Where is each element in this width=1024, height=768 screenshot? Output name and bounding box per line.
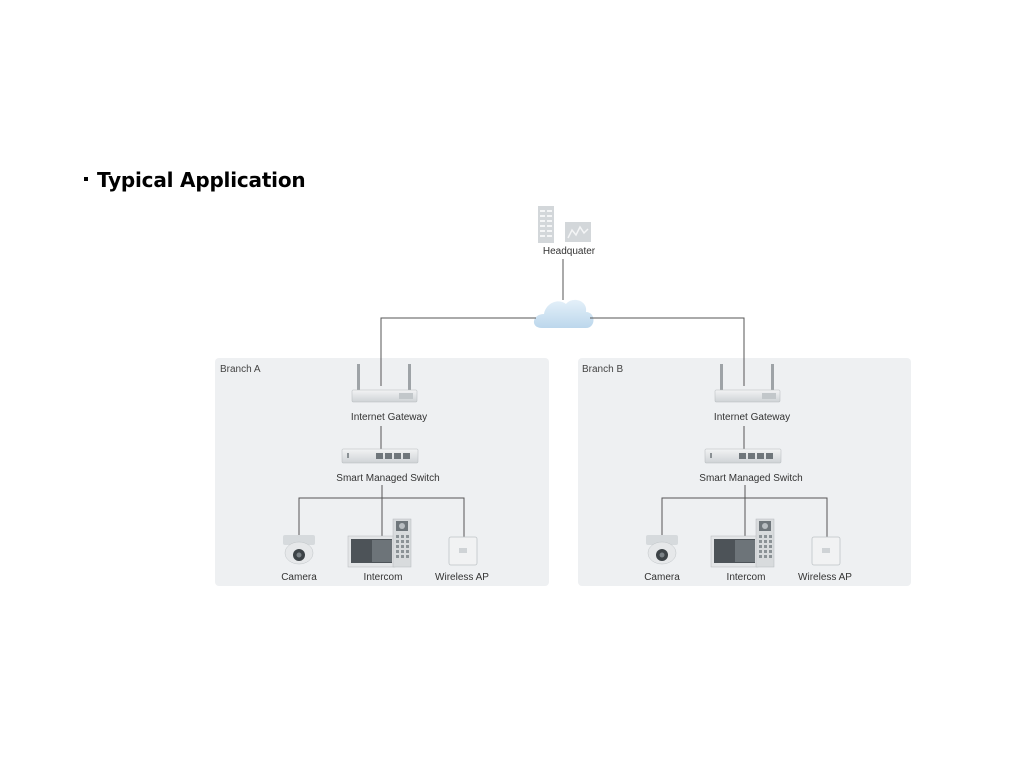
branch-b-wireless-ap-icon [811,536,841,566]
branch-a-camera-icon [283,535,315,565]
branch-b-label: Branch B [582,364,623,375]
branch-b-switch-icon [704,448,782,464]
branch-b-intercom-icon [710,518,775,568]
headquarter-label: Headquater [543,246,596,257]
branch-a-gateway-icon [351,364,418,403]
branch-a-camera-label: Camera [281,572,317,583]
branch-a-wireless-ap-label: Wireless AP [435,572,489,583]
branch-a-wireless-ap-icon [448,536,478,566]
branch-b-gateway-icon [714,364,781,403]
branch-a-label: Branch A [220,364,261,375]
branch-b-wireless-ap-label: Wireless AP [798,572,852,583]
branch-b-camera-icon [646,535,678,565]
heading-bullet [84,177,88,181]
branch-a-intercom-icon [347,518,412,568]
branch-b-intercom-label: Intercom [727,572,766,583]
branch-a-switch-icon [341,448,419,464]
cloud-to-branch-a-link [380,317,536,386]
branch-a-switch-label: Smart Managed Switch [336,473,439,484]
branch-b-gateway-label: Internet Gateway [714,412,790,423]
heading-title: Typical Application [97,168,306,192]
branch-a-gateway-label: Internet Gateway [351,412,427,423]
cloud-to-branch-b-link [590,317,745,386]
branch-b-camera-label: Camera [644,572,680,583]
section-heading: Typical Application [84,168,306,192]
branch-b-panel [578,358,911,586]
headquarter-icon [538,206,591,243]
cloud-icon [533,299,594,328]
branch-a-intercom-label: Intercom [364,572,403,583]
branch-b-switch-label: Smart Managed Switch [699,473,802,484]
